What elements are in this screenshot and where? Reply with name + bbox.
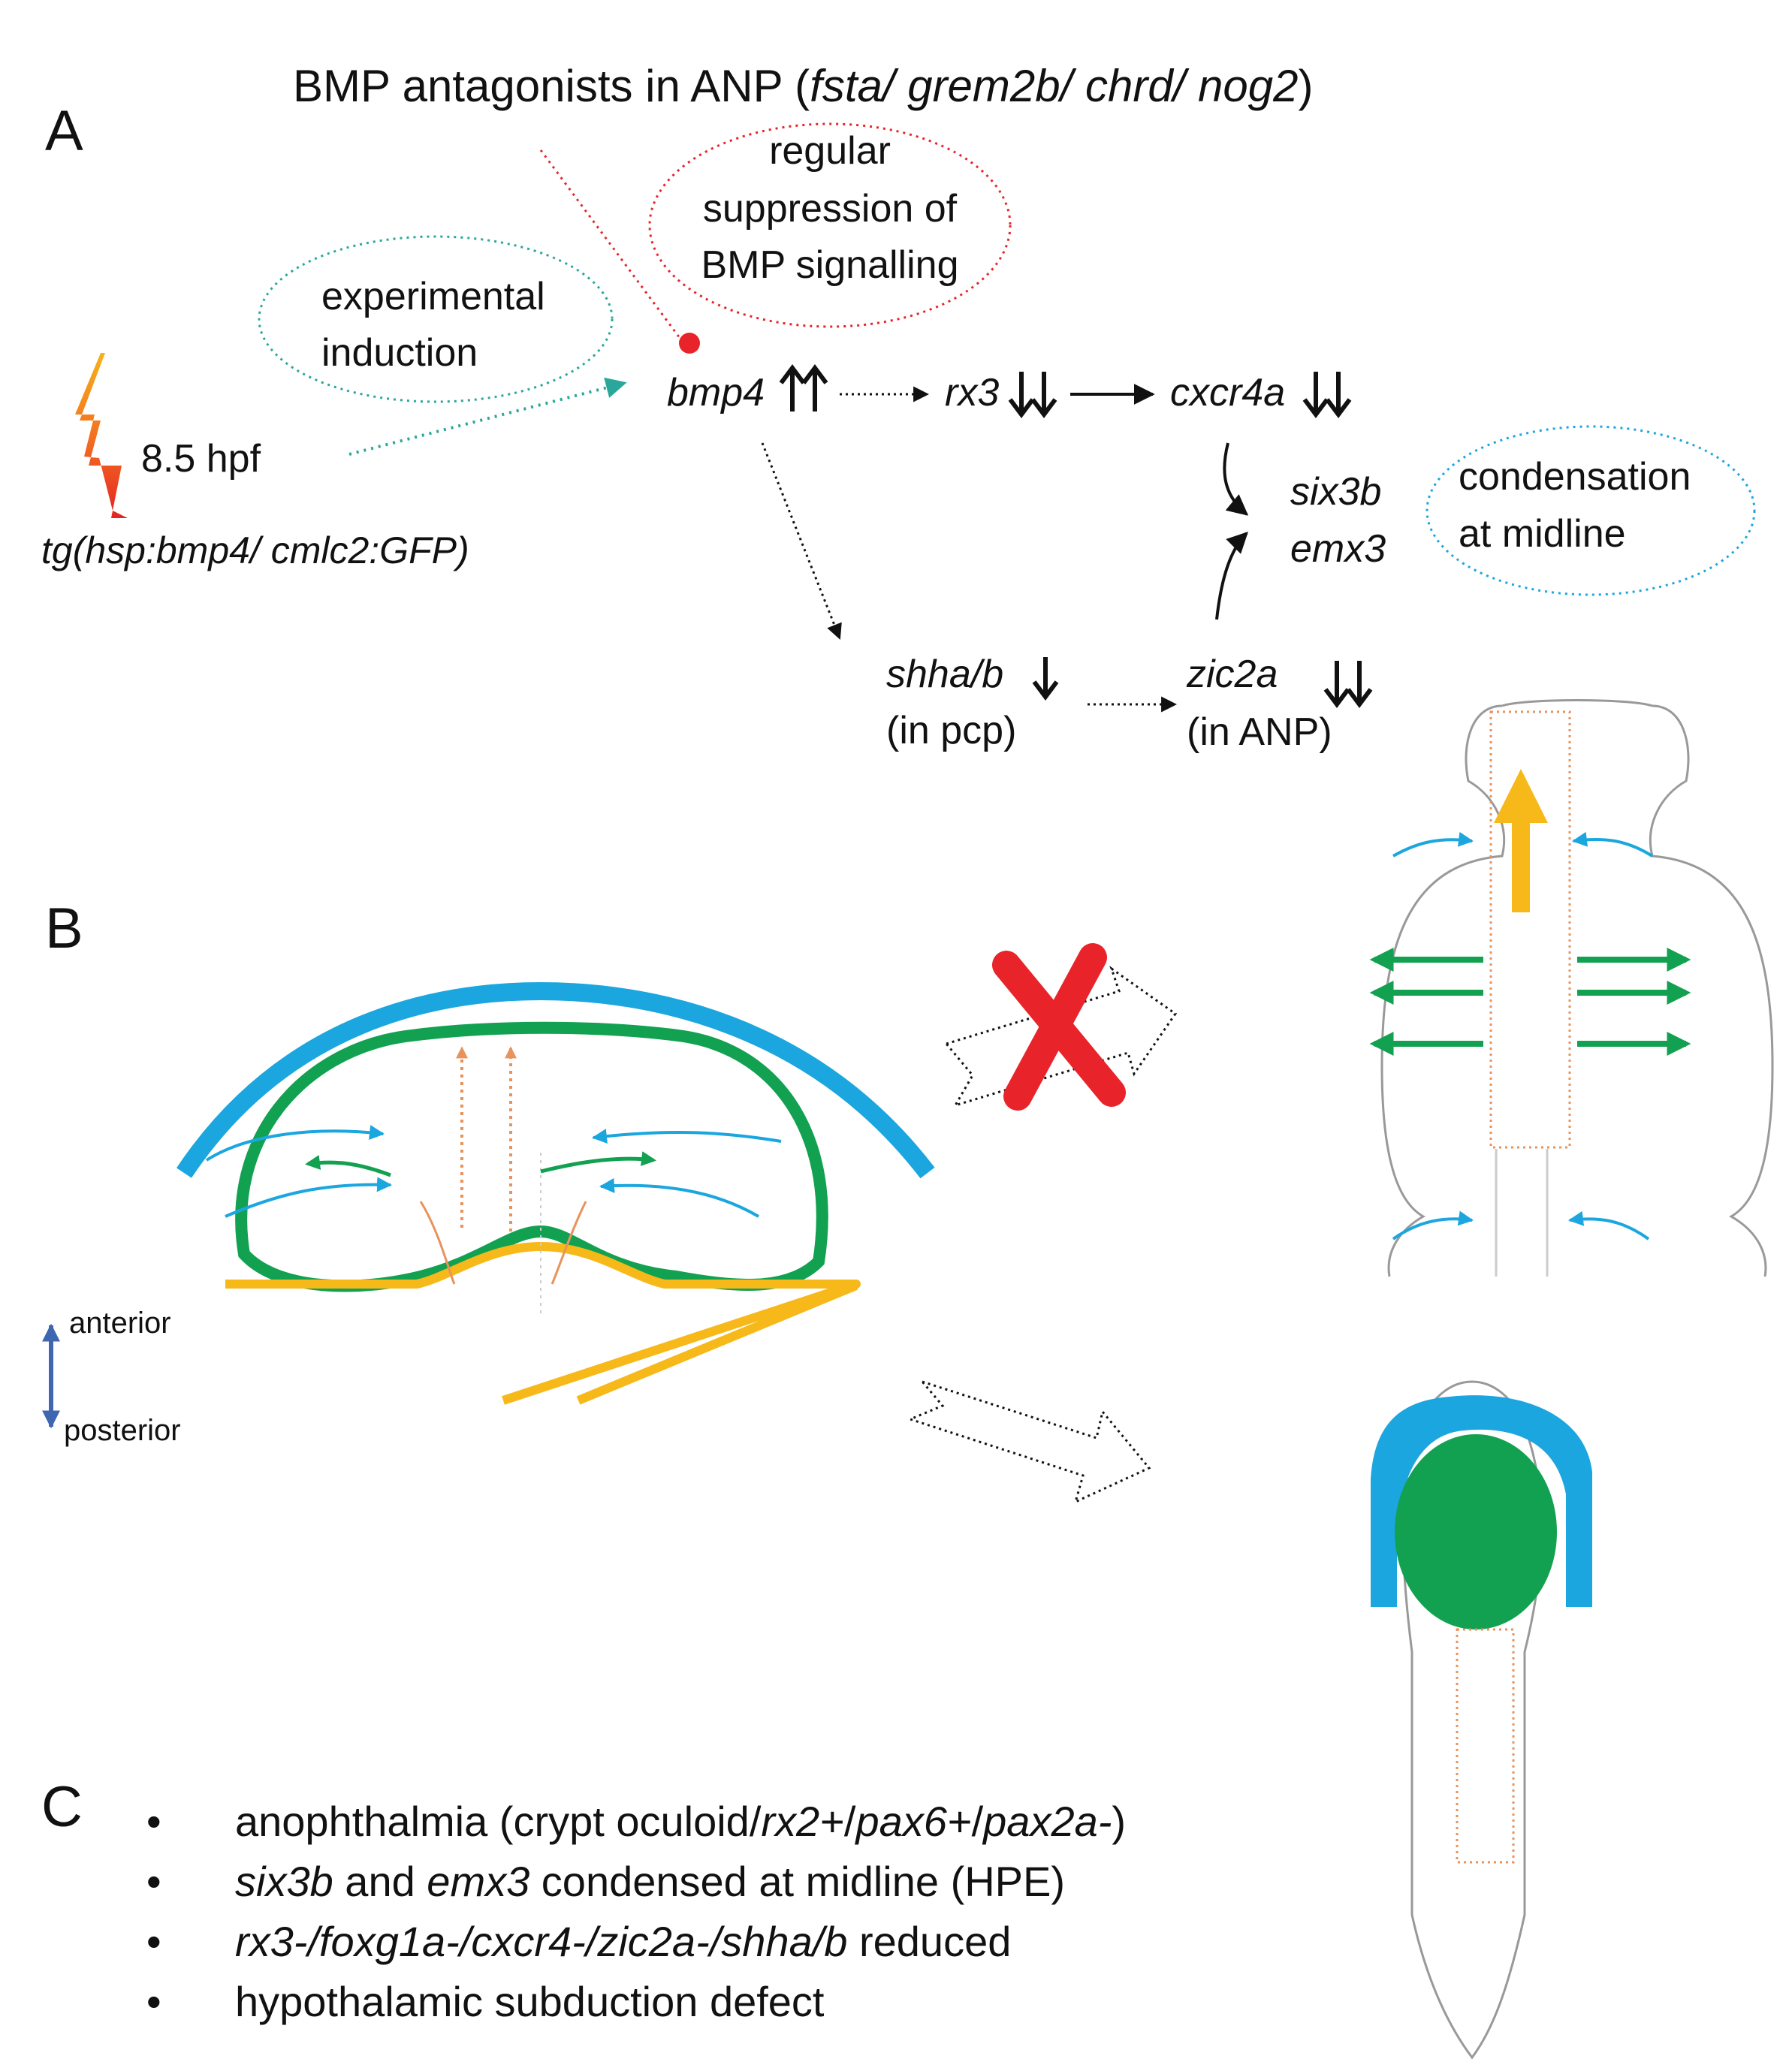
summary-text: and bbox=[333, 1858, 427, 1905]
title-suffix: ) bbox=[1299, 61, 1314, 111]
gene-bmp4: bmp4 bbox=[667, 371, 765, 415]
down-arrows-icon bbox=[1323, 661, 1373, 708]
axis-posterior: posterior bbox=[64, 1414, 181, 1447]
summary-text: / bbox=[972, 1798, 984, 1845]
green-condensed-field bbox=[1395, 1434, 1557, 1629]
axis-anterior: anterior bbox=[69, 1307, 171, 1340]
notochord-outline bbox=[1489, 710, 1571, 1149]
blue-arrow bbox=[225, 1177, 392, 1218]
normal-embryo bbox=[1369, 699, 1774, 1277]
summary-item: hypothalamic subduction defect bbox=[235, 1978, 825, 2025]
gene-rx3: rx3 bbox=[945, 371, 999, 415]
gene-six3b: six3b bbox=[1290, 470, 1381, 514]
bmp4-shh-arrow bbox=[761, 442, 842, 640]
bullet: • bbox=[146, 1978, 161, 2025]
summary-text: / bbox=[844, 1798, 856, 1845]
bullet: • bbox=[146, 1858, 161, 1905]
blue-eye-field bbox=[1371, 1395, 1592, 1607]
blue-arrow bbox=[592, 1129, 782, 1144]
induction-line-2: induction bbox=[321, 331, 478, 375]
title-prefix: BMP antagonists in ANP ( bbox=[293, 61, 810, 111]
summary-item: six3b and emx3 condensed at midline (HPE… bbox=[235, 1858, 1065, 1905]
summary-list: •anophthalmia (crypt oculoid/rx2+/pax6+/… bbox=[146, 1798, 1126, 2025]
summary-text: anophthalmia (crypt oculoid/ bbox=[235, 1798, 762, 1845]
heat-shock-time: 8.5 hpf bbox=[141, 437, 261, 481]
suppression-line-1: regular bbox=[769, 129, 891, 173]
summary-text: six3b bbox=[235, 1858, 333, 1905]
orange-lines bbox=[419, 1201, 587, 1285]
outcome-arrow bbox=[907, 1379, 1151, 1504]
suppression-bubble bbox=[648, 122, 1012, 328]
suppression-line-3: BMP signalling bbox=[701, 243, 958, 287]
green-arrow bbox=[305, 1155, 391, 1177]
bullet: • bbox=[146, 1798, 161, 1845]
condensation-line-1: condensation bbox=[1459, 455, 1691, 499]
summary-text: condensed at midline (HPE) bbox=[529, 1858, 1065, 1905]
normal-embryo-outline bbox=[1380, 704, 1774, 1277]
gene-emx3: emx3 bbox=[1290, 527, 1386, 571]
summary-text: rx3-/foxg1a-/cxcr4-/zic2a-/shha/b bbox=[235, 1918, 847, 1965]
green-arrow bbox=[540, 1151, 656, 1174]
gene-shha-b: shha/b bbox=[886, 653, 1003, 696]
shha-b-location: (in pcp) bbox=[886, 709, 1016, 752]
yellow-layer bbox=[225, 1242, 861, 1405]
summary-text: ) bbox=[1112, 1798, 1126, 1845]
condensation-line-2: at midline bbox=[1459, 512, 1626, 556]
summary-text: hypothalamic subduction defect bbox=[235, 1978, 825, 2025]
bullet: • bbox=[146, 1918, 161, 1965]
inhibition-line bbox=[539, 149, 681, 339]
blue-arrow bbox=[599, 1177, 760, 1218]
summary-text: emx3 bbox=[427, 1858, 529, 1905]
cxcr4a-six3b-arrow bbox=[1223, 442, 1249, 516]
transgene-label: tg(hsp:bmp4/ cmlc2:GFP) bbox=[41, 529, 469, 571]
summary-text: pax2a- bbox=[982, 1798, 1112, 1845]
blocked-path-arrow bbox=[944, 943, 1178, 1111]
blue-arrow bbox=[1572, 831, 1654, 858]
notochord-outline bbox=[1456, 1628, 1515, 1864]
induction-arrow bbox=[348, 377, 627, 456]
blue-layer bbox=[176, 981, 935, 1179]
panel-label-b: B bbox=[45, 897, 83, 960]
blue-arrow bbox=[205, 1125, 385, 1162]
title-genes: fsta/ grem2b/ chrd/ nog2 bbox=[810, 61, 1298, 111]
induction-line-1: experimental bbox=[321, 275, 545, 318]
summary-item: anophthalmia (crypt oculoid/rx2+/pax6+/p… bbox=[235, 1798, 1126, 1845]
down-arrows-icon bbox=[1008, 372, 1057, 418]
bmp4-embryo bbox=[1371, 1380, 1592, 2060]
summary-text: rx2+ bbox=[761, 1798, 844, 1845]
suppression-line-2: suppression of bbox=[703, 187, 958, 231]
induction-bubble bbox=[258, 235, 614, 403]
figure-title: BMP antagonists in ANP (fsta/ grem2b/ ch… bbox=[293, 61, 1314, 111]
down-arrows-icon bbox=[1302, 372, 1352, 418]
summary-text: reduced bbox=[847, 1918, 1011, 1965]
zic2a-six3b-arrow bbox=[1215, 532, 1248, 620]
condensation-bubble bbox=[1425, 425, 1756, 596]
inhibition-dot bbox=[679, 333, 700, 354]
panel-label-a: A bbox=[45, 99, 83, 163]
summary-item: rx3-/foxg1a-/cxcr4-/zic2a-/shha/b reduce… bbox=[235, 1918, 1011, 1965]
blue-arrow bbox=[1568, 1210, 1650, 1240]
blue-arrow bbox=[1392, 831, 1474, 858]
heat-shock-icon bbox=[75, 353, 128, 518]
anp-schematic bbox=[176, 981, 935, 1405]
blue-arrow bbox=[1392, 1210, 1474, 1240]
summary-text: pax6+ bbox=[854, 1798, 971, 1845]
gene-zic2a: zic2a bbox=[1186, 653, 1278, 696]
gene-cxcr4a: cxcr4a bbox=[1170, 371, 1285, 415]
panel-label-c: C bbox=[41, 1775, 83, 1839]
up-arrows-icon bbox=[779, 364, 828, 411]
zic2a-location: (in ANP) bbox=[1187, 710, 1332, 754]
down-arrow-icon bbox=[1032, 657, 1059, 701]
